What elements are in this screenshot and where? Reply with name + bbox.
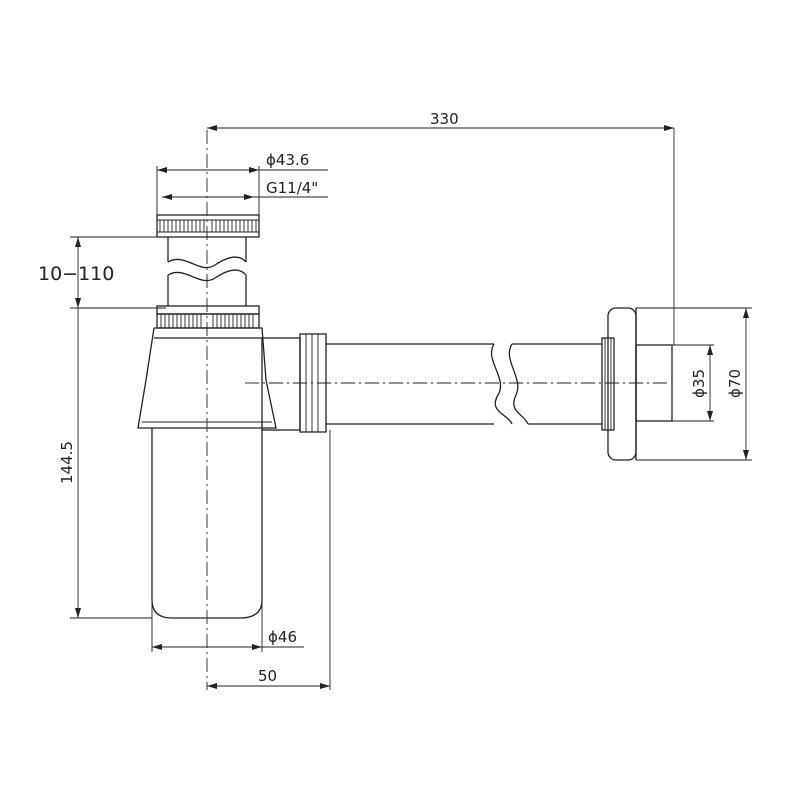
dim-cup-diameter xyxy=(151,600,304,652)
trap-body xyxy=(137,327,277,619)
trap-nut xyxy=(156,305,260,329)
tail-pipe xyxy=(167,237,247,306)
dim-height-adjust xyxy=(70,236,166,309)
dim-label-thread: G11/4" xyxy=(266,179,318,197)
dim-overall-length xyxy=(207,125,675,345)
wall-flange xyxy=(601,307,673,461)
dim-outlet-offset xyxy=(207,430,331,690)
dim-pipe-diameter xyxy=(672,344,714,422)
outlet-pipe xyxy=(326,343,602,425)
dim-trap-height xyxy=(70,308,152,619)
dim-label-flange-diameter: ϕ43.6 xyxy=(266,151,309,169)
dim-label-wall-flange-diameter: ϕ70 xyxy=(726,369,744,398)
dim-label-outlet-offset: 50 xyxy=(258,667,277,685)
dim-thread xyxy=(162,194,328,200)
dim-label-pipe-diameter: ϕ35 xyxy=(690,369,708,398)
dim-label-height-adjust: 10−110 xyxy=(38,263,114,285)
dim-wall-flange-diameter xyxy=(636,307,752,461)
outlet-nut xyxy=(261,333,327,433)
dim-label-trap-height: 144.5 xyxy=(58,441,76,484)
drain-cap xyxy=(156,214,260,238)
dim-label-cup-diameter: ϕ46 xyxy=(268,628,297,646)
dim-label-overall-length: 330 xyxy=(430,110,459,128)
dim-flange-diameter xyxy=(156,166,328,215)
